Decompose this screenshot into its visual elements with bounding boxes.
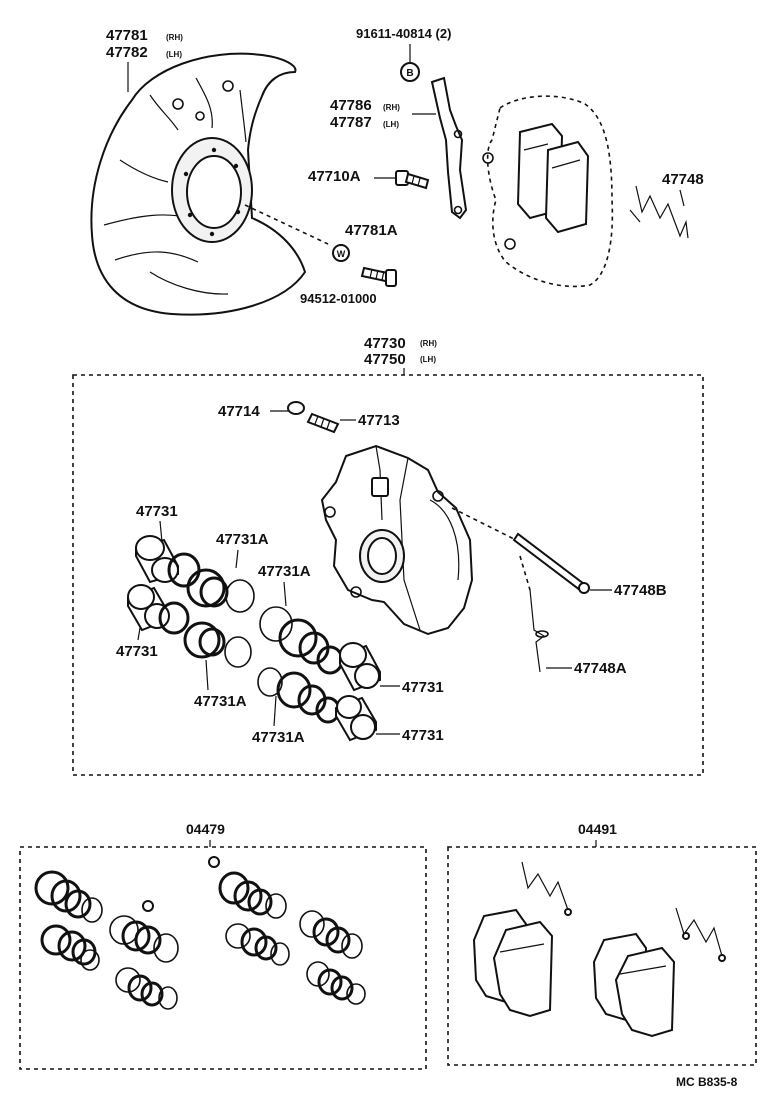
washer-marker: W <box>337 249 346 259</box>
footer-code: MC B835-8 <box>676 1075 738 1089</box>
seal-4-number: 47731A <box>252 729 305 746</box>
caliper-rh-number: 47730 <box>364 335 406 352</box>
piston-3-number: 47731 <box>402 679 444 696</box>
cap-number: 47714 <box>218 403 260 420</box>
shield-bolt-number: 47781A <box>345 222 398 239</box>
bleeder-cap <box>287 401 305 415</box>
bleeder-number: 47713 <box>358 412 400 429</box>
caliper-group-box <box>72 374 704 776</box>
piston-seal-set-right <box>257 606 381 742</box>
piston-seal-set-left <box>127 535 255 668</box>
washer-number: 94512-01000 <box>300 291 377 306</box>
piston-1-number: 47731 <box>136 503 178 520</box>
cylinder-kit-parts <box>34 856 366 1010</box>
pad-kit-box <box>447 846 757 1066</box>
top-bolt-marker: B <box>400 62 420 82</box>
clip-number: 47748 <box>662 171 704 188</box>
shield-rh-side: (RH) <box>166 33 183 42</box>
bolt-marker: B <box>406 68 413 79</box>
anti-rattle-spring <box>529 589 549 673</box>
bracket-rh-number: 47786 <box>330 97 372 114</box>
dust-shield <box>90 52 307 316</box>
shield-lh-number: 47782 <box>106 44 148 61</box>
caliper-body <box>320 444 474 636</box>
mounting-bracket <box>430 76 468 220</box>
top-bolt-number: 91611-40814 (2) <box>356 26 451 41</box>
caliper-lh-number: 47750 <box>364 351 406 368</box>
shield-bolt <box>360 266 397 287</box>
bleeder-screw <box>306 412 340 434</box>
shield-rh-number: 47781 <box>106 27 148 44</box>
pad-clip-top <box>629 185 689 239</box>
caliper-phantom <box>482 95 614 288</box>
seal-1-number: 47731A <box>216 531 269 548</box>
pin-number: 47748B <box>614 582 667 599</box>
bracket-rh-side: (RH) <box>383 103 400 112</box>
seal-3-number: 47731A <box>258 563 311 580</box>
bracket-lh-number: 47787 <box>330 114 372 131</box>
bracket-lh-side: (LH) <box>383 120 399 129</box>
pad-kit-parts <box>472 861 726 1038</box>
shield-lh-side: (LH) <box>166 50 182 59</box>
spring-number: 47748A <box>574 660 627 677</box>
seal-2-number: 47731A <box>194 693 247 710</box>
caliper-lh-side: (LH) <box>420 355 436 364</box>
piston-4-number: 47731 <box>402 727 444 744</box>
shield-washer: W <box>332 244 350 262</box>
pad-pin <box>512 532 590 594</box>
bolt-47710a <box>395 170 430 190</box>
caliper-rh-side: (RH) <box>420 339 437 348</box>
cylinder-kit-box <box>19 846 427 1070</box>
cylinder-kit-number: 04479 <box>186 821 225 837</box>
piston-2-number: 47731 <box>116 643 158 660</box>
pad-kit-number: 04491 <box>578 821 617 837</box>
bolt-a-number: 47710A <box>308 168 361 185</box>
